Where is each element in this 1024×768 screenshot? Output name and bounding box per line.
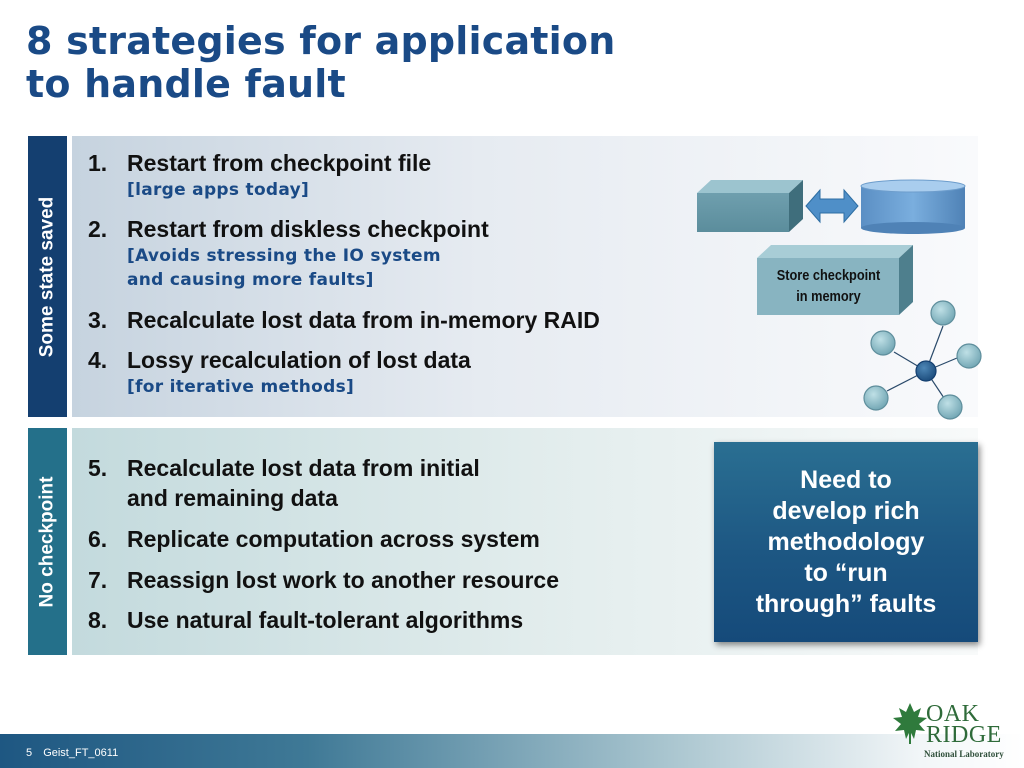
- callout-box: Need to develop rich methodology to “run…: [714, 442, 978, 642]
- item-7-number: 7.: [88, 567, 108, 593]
- item-5-text-line-2: and remaining data: [127, 485, 338, 511]
- item-5-number: 5.: [88, 455, 108, 481]
- document-id: Geist_FT_0611: [43, 747, 119, 759]
- section-label-text: No checkpoint: [36, 476, 58, 607]
- slide-title-line-1: 8 strategies for application: [26, 19, 616, 63]
- callout-line-5: through” faults: [755, 589, 937, 618]
- item-3-text: Recalculate lost data from in-memory RAI…: [127, 307, 600, 333]
- node-network-icon: [863, 300, 982, 420]
- section-label-text: Some state saved: [36, 196, 58, 357]
- disk-cylinder-icon: [860, 179, 966, 234]
- memory-checkpoint-box: [757, 245, 913, 315]
- store-checkpoint-label: Store checkpoint in memory: [768, 258, 890, 314]
- item-5-text-line-1: Recalculate lost data from initial: [127, 455, 480, 481]
- item-4-number: 4.: [88, 347, 108, 373]
- callout-line-3: methodology: [767, 527, 925, 556]
- memory-block-icon: [697, 180, 803, 232]
- store-checkpoint-label-line-1: Store checkpoint: [776, 267, 881, 284]
- item-1-note: [large apps today]: [127, 180, 310, 200]
- item-2-note-line-2: and causing more faults]: [127, 270, 374, 290]
- item-2-number: 2.: [88, 216, 108, 242]
- callout-line-2: develop rich: [772, 496, 920, 525]
- item-8-number: 8.: [88, 607, 108, 633]
- section-label-no-checkpoint: No checkpoint: [28, 428, 67, 655]
- checkpoint-diagram: [697, 179, 982, 420]
- item-1-number: 1.: [88, 150, 108, 176]
- page-number: 5: [26, 747, 33, 759]
- logo-national-laboratory: National Laboratory: [924, 749, 1004, 759]
- callout-line-1: Need to: [800, 465, 892, 494]
- oak-leaf-icon: [893, 703, 927, 744]
- item-6-text: Replicate computation across system: [127, 526, 540, 552]
- logo-ridge: RIDGE: [926, 722, 1002, 748]
- item-6-number: 6.: [88, 526, 108, 552]
- item-4-note: [for iterative methods]: [127, 377, 355, 397]
- item-2-text: Restart from diskless checkpoint: [127, 216, 489, 242]
- item-4-text: Lossy recalculation of lost data: [127, 347, 471, 373]
- item-1-text: Restart from checkpoint file: [127, 150, 432, 176]
- logo-oak: OAK: [926, 701, 980, 727]
- item-7-text: Reassign lost work to another resource: [127, 567, 560, 593]
- slide-title-line-2: to handle fault: [26, 62, 346, 106]
- item-8-text: Use natural fault-tolerant algorithms: [127, 607, 524, 633]
- footer-bar: [0, 734, 1024, 768]
- callout-line-4: to “run: [804, 558, 888, 587]
- bidirectional-arrow-icon: [805, 188, 859, 224]
- footer-text: 5 Geist_FT_0611: [26, 747, 126, 759]
- store-checkpoint-label-line-2: in memory: [796, 288, 861, 305]
- slide-title: 8 strategies for application to handle f…: [26, 20, 786, 106]
- item-3-number: 3.: [88, 307, 108, 333]
- section-label-some-state-saved: Some state saved: [28, 136, 67, 417]
- item-2-note-line-1: [Avoids stressing the IO system: [127, 246, 441, 266]
